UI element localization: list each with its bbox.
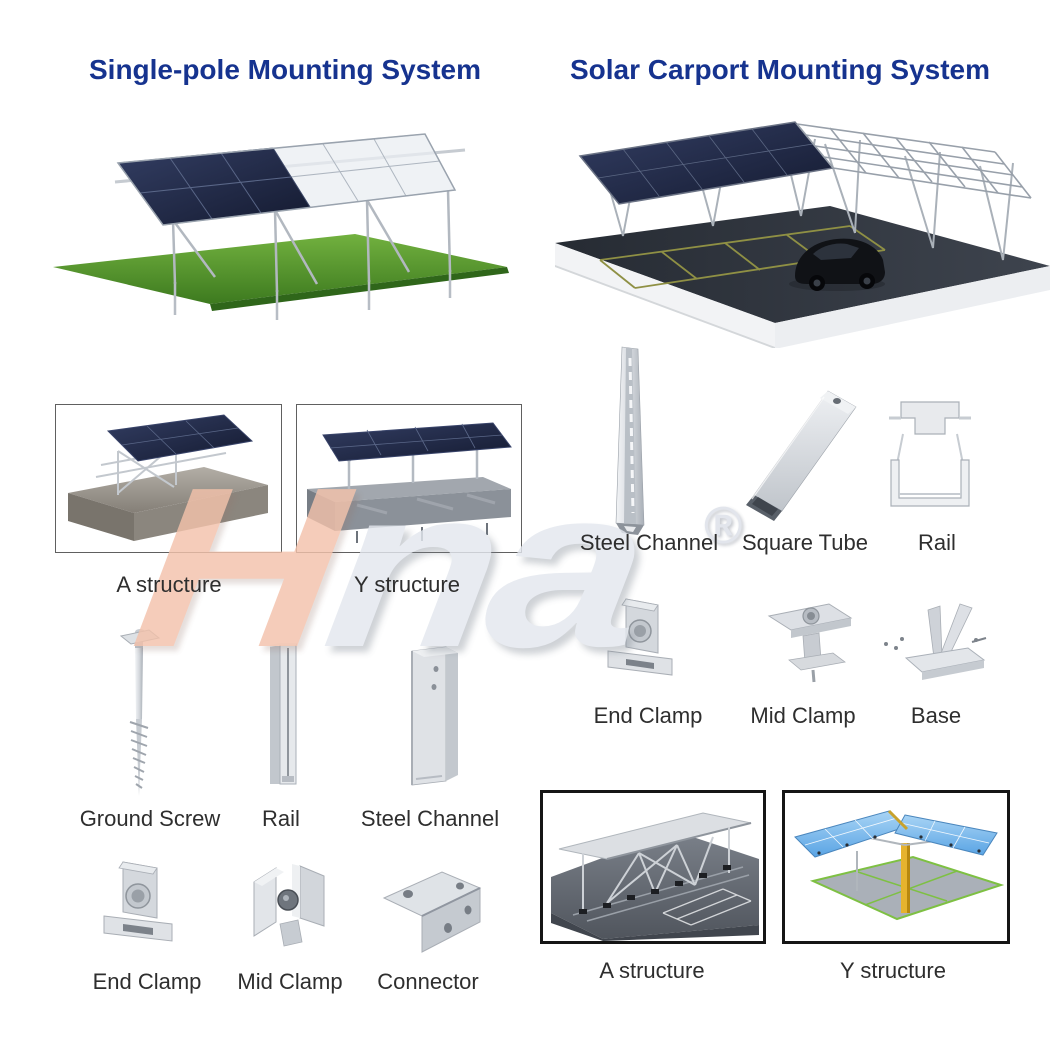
mid-clamp-photo-1 [767,603,853,683]
label-y-structure-2: Y structure [840,958,946,983]
car [789,238,885,291]
ground-screw-photo [119,629,161,796]
label-rail-2: Rail [262,806,300,831]
label-mid-clamp-1: Mid Clamp [750,703,856,728]
label-square-tube: Square Tube [742,530,868,555]
label-base: Base [910,703,962,728]
steel-channel-photo-1 [615,346,645,535]
end-clamp-photo-1 [607,598,673,676]
label-steel-channel-1: Steel Channel [579,530,719,555]
label-steel-channel-2: Steel Channel [360,806,500,831]
y-structure-photo-ground [296,404,522,553]
single-pole-system-photo [53,133,509,320]
label-a-structure-2: A structure [599,958,705,983]
rail-photo-2 [269,643,297,785]
end-clamp-photo-2 [103,861,173,942]
label-ground-screw: Ground Screw [79,806,221,831]
label-rail-1: Rail [918,530,956,555]
solar-carport-system-photo [555,121,1050,348]
rail-photo-1 [889,401,971,507]
label-y-structure-1: Y structure [354,572,460,597]
connector-photo [382,871,482,953]
y-structure-photo-carport [782,790,1010,944]
label-mid-clamp-2: Mid Clamp [237,969,343,994]
square-tube-photo [746,390,857,521]
steel-channel-photo-2 [411,646,458,786]
title-single-pole-system: Single-pole Mounting System [88,54,482,85]
mid-clamp-photo-2 [253,864,325,947]
label-a-structure-1: A structure [116,572,222,597]
label-end-clamp-1: End Clamp [593,703,703,728]
label-end-clamp-2: End Clamp [92,969,202,994]
title-solar-carport-system: Solar Carport Mounting System [569,54,991,85]
base-photo [884,603,987,680]
label-connector: Connector [377,969,479,994]
a-structure-photo-carport [540,790,766,944]
a-structure-photo-ground [55,404,282,553]
